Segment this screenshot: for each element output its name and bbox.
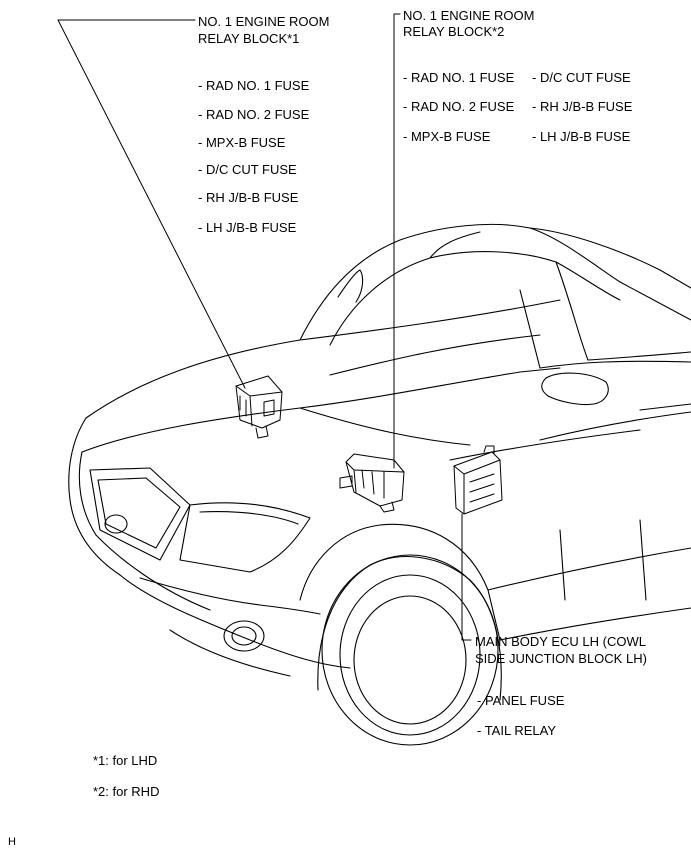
leader-lines (57, 13, 472, 641)
relay-block-1-fuse-item: - MPX-B FUSE (198, 135, 286, 150)
relay-block-1-component (235, 375, 283, 439)
footnote-rhd: *2: for RHD (93, 784, 160, 799)
relay-block-1-fuse-item: - RAD NO. 2 FUSE (198, 107, 310, 122)
main-body-ecu-title-line1: MAIN BODY ECU LH (COWL (475, 634, 646, 649)
relay-block-1-fuse-item: - RH J/B-B FUSE (198, 190, 299, 205)
relay-block-2-fuse-item: - D/C CUT FUSE (532, 70, 631, 85)
main-body-ecu-item: - TAIL RELAY (477, 723, 556, 738)
car-outline (68, 223, 691, 746)
relay-block-1-fuse-item: - D/C CUT FUSE (198, 162, 297, 177)
leader-relay-block-1 (57, 19, 246, 389)
relay-block-2-fuse-item: - RAD NO. 2 FUSE (403, 99, 515, 114)
relay-block-2-fuse-item: - LH J/B-B FUSE (532, 129, 631, 144)
relay-block-2-title-line2: RELAY BLOCK*2 (403, 24, 505, 39)
main-body-ecu-title-line2: SIDE JUNCTION BLOCK LH) (475, 651, 647, 666)
relay-block-1-fuse-item: - LH J/B-B FUSE (198, 220, 297, 235)
footnote-lhd: *1: for LHD (93, 753, 158, 768)
corner-mark: H (8, 836, 16, 848)
relay-block-2-fuse-item: - RH J/B-B FUSE (532, 99, 633, 114)
relay-block-1-title-line2: RELAY BLOCK*1 (198, 31, 300, 46)
relay-block-2-title-line1: NO. 1 ENGINE ROOM (403, 8, 535, 23)
relay-block-2-fuse-item: - MPX-B FUSE (403, 129, 491, 144)
main-body-ecu-component (453, 445, 503, 515)
main-body-ecu-item: - PANEL FUSE (477, 693, 565, 708)
relay-block-1-title-line1: NO. 1 ENGINE ROOM (198, 14, 330, 29)
relay-block-2-fuse-item: - RAD NO. 1 FUSE (403, 70, 515, 85)
leader-relay-block-2 (393, 13, 401, 469)
leader-main-body-ecu (461, 513, 472, 641)
relay-block-2-component (339, 453, 405, 513)
relay-block-1-fuse-item: - RAD NO. 1 FUSE (198, 78, 310, 93)
